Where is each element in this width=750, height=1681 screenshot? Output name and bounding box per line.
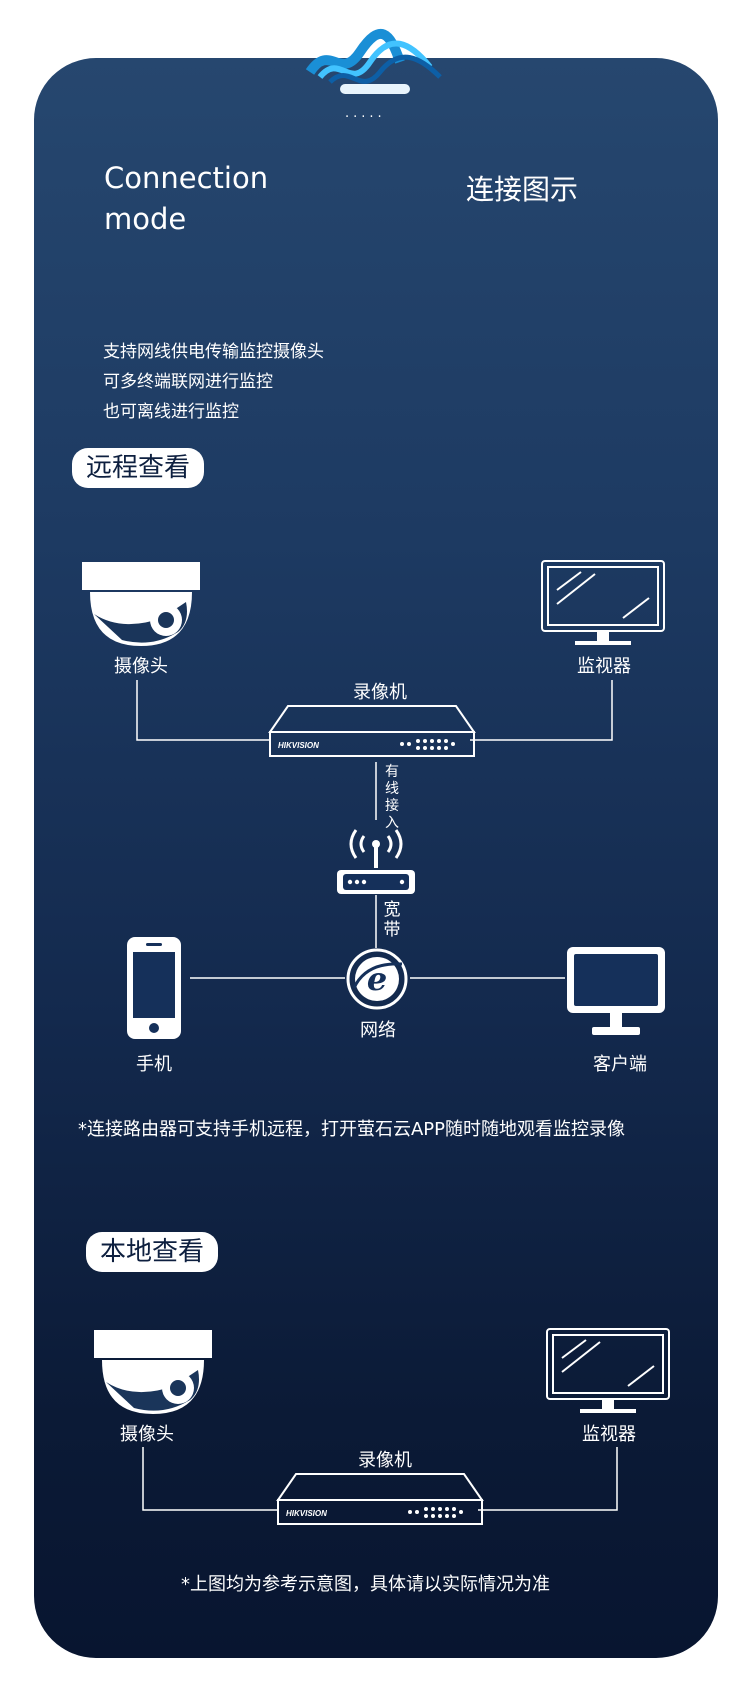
internet-explorer-icon: e [346,948,408,1010]
camera-label: 摄像头 [120,1424,174,1445]
phone-label: 手机 [136,1054,172,1075]
brand-logo: HIKVISION [278,741,319,750]
ribbon-decoration [305,28,442,94]
recorder-icon: HIKVISION [268,705,476,757]
decorative-dots: ..... [345,106,386,121]
intro-line: 支持网线供电传输监控摄像头 [103,342,324,362]
recorder-icon: HIKVISION [276,1473,484,1525]
router-icon [337,829,415,894]
recorder-label: 录像机 [358,1450,412,1471]
title-english: Connection mode [104,161,269,236]
title-chinese: 连接图示 [466,173,579,206]
monitor-icon [541,560,665,645]
brand-logo: HIKVISION [286,1509,327,1518]
broadband-label: 宽带 [383,900,401,940]
camera-icon [94,1330,212,1414]
monitor-label: 监视器 [577,656,631,677]
phone-icon [127,937,181,1039]
intro-line: 可多终端联网进行监控 [103,372,273,392]
local-note: *上图均为参考示意图，具体请以实际情况为准 [181,1574,550,1595]
intro-line: 也可离线进行监控 [103,402,239,422]
local-heading-pill: 本地查看 [86,1232,219,1272]
network-label: 网络 [360,1020,396,1041]
remote-heading-pill: 远程查看 [72,448,205,488]
intro-text: 支持网线供电传输监控摄像头 可多终端联网进行监控 也可离线进行监控 [103,337,324,427]
camera-icon [82,562,200,646]
client-label: 客户端 [593,1054,647,1075]
monitor-label: 监视器 [582,1424,636,1445]
camera-label: 摄像头 [114,656,168,677]
desktop-monitor-icon [567,947,665,1035]
remote-note: *连接路由器可支持手机远程，打开萤石云APP随时随地观看监控录像 [78,1119,626,1140]
monitor-icon [546,1328,670,1413]
wired-access-label: 有线接入 [385,764,399,831]
recorder-label: 录像机 [353,682,407,703]
